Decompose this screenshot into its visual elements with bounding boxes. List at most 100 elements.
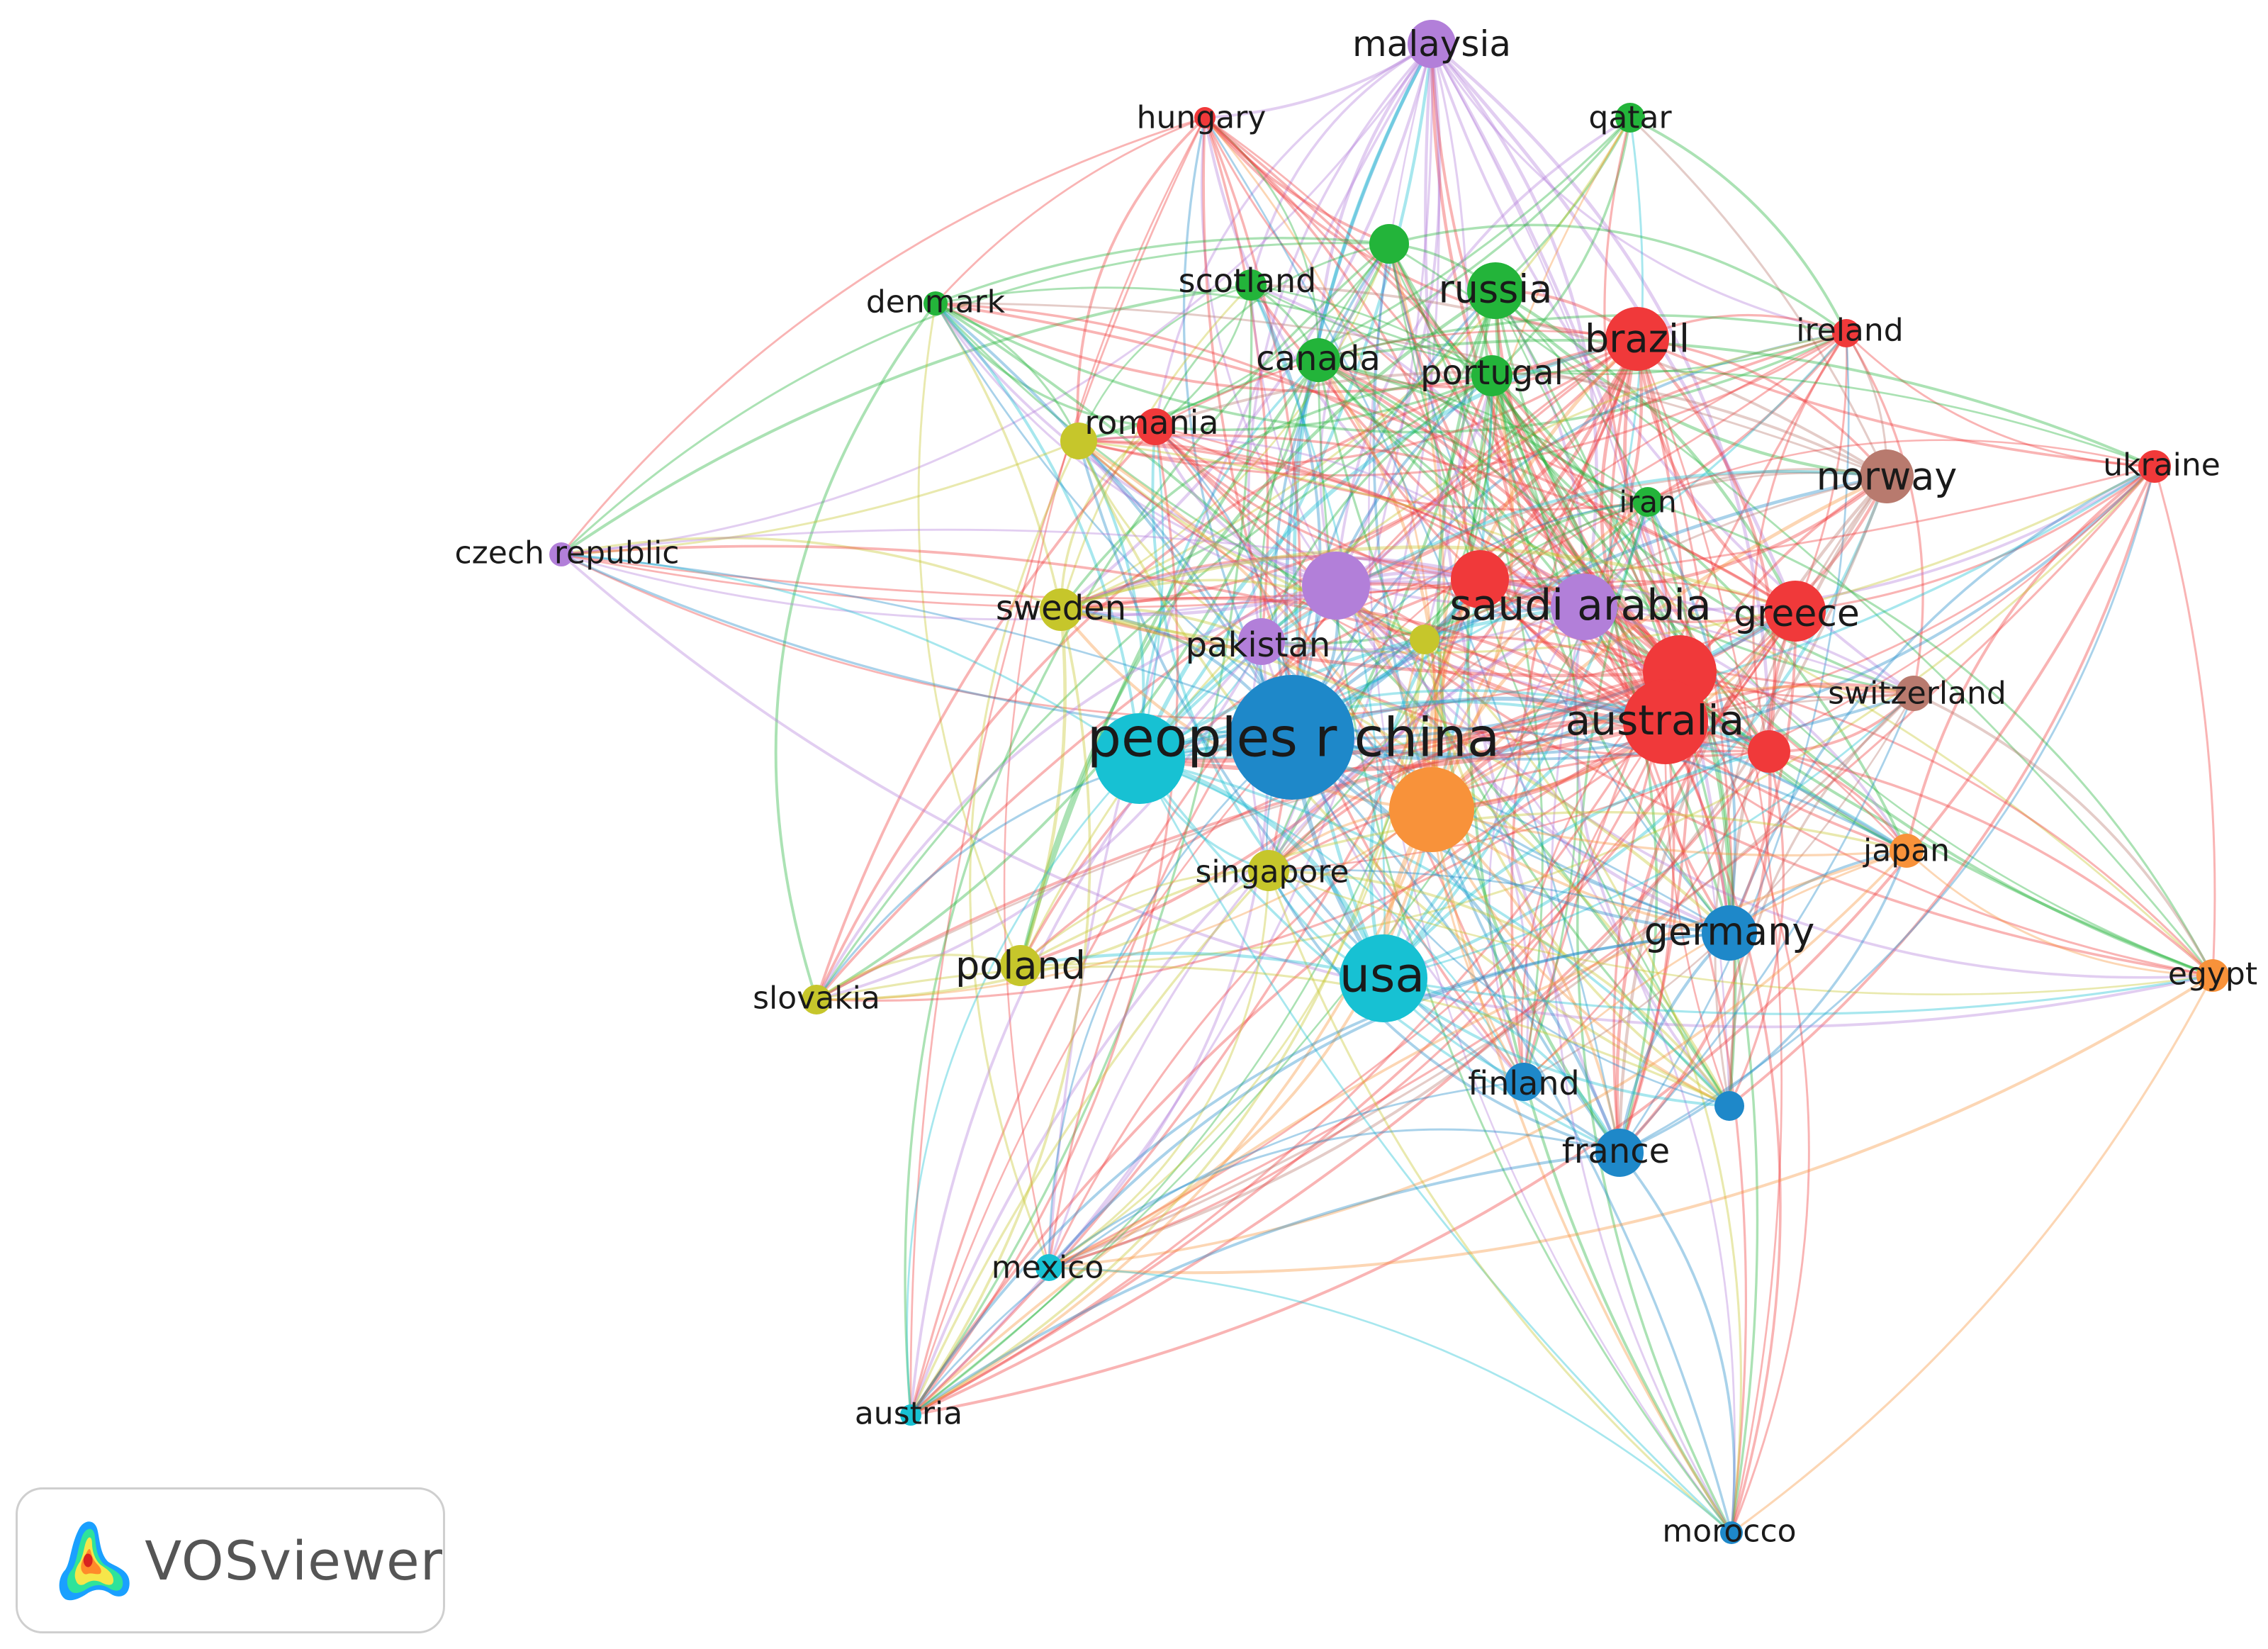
link-edge <box>1424 439 2155 640</box>
node-usa[interactable] <box>1340 934 1427 1022</box>
link-edge <box>1583 338 1644 608</box>
link-edge <box>1388 243 1681 673</box>
node-scotland[interactable] <box>1235 269 1267 301</box>
node-denmark[interactable] <box>924 291 948 315</box>
node-france[interactable] <box>1595 1129 1644 1177</box>
node-unlabeled-30[interactable] <box>1389 767 1474 852</box>
link-edge <box>1318 359 1649 503</box>
link-edge <box>1203 116 1481 580</box>
link-edge <box>934 303 1062 610</box>
link-edge <box>1494 290 2213 977</box>
node-hungary[interactable] <box>1194 107 1216 128</box>
link-edge <box>1291 736 1622 1153</box>
node-japan[interactable] <box>1890 834 1924 868</box>
link-edge <box>969 440 1080 1268</box>
link-edge <box>1018 289 1497 966</box>
node-romania[interactable] <box>1137 408 1174 445</box>
link-edge <box>1138 337 1638 760</box>
node-russia[interactable] <box>1467 262 1524 319</box>
link-edge <box>1267 870 1620 1154</box>
link-edge <box>1003 117 1206 1268</box>
link-edge <box>1665 465 2155 723</box>
link-edge <box>1048 721 1667 1269</box>
link-edge <box>1250 284 1887 478</box>
node-norway[interactable] <box>1860 449 1914 503</box>
node-germany[interactable] <box>1702 905 1757 961</box>
link-edge <box>1845 332 1924 694</box>
link-edge <box>1728 465 2155 934</box>
node-pakistan[interactable] <box>1238 618 1285 665</box>
node-label-saudi-arabia: saudi arabia <box>1449 581 1712 630</box>
link-edge <box>1846 332 2155 468</box>
node-morocco[interactable] <box>1720 1521 1743 1544</box>
link-edge <box>1060 608 1680 678</box>
node-canada[interactable] <box>1296 338 1340 382</box>
node-unlabeled-23[interactable] <box>1410 625 1439 654</box>
node-sweden[interactable] <box>1040 588 1082 631</box>
node-malaysia[interactable] <box>1408 20 1456 68</box>
node-mexico[interactable] <box>1035 1254 1062 1281</box>
link-edge <box>1267 475 1887 871</box>
link-edge <box>1493 290 1681 673</box>
link-edge <box>1728 466 2156 1107</box>
node-portugal[interactable] <box>1471 355 1512 396</box>
link-edge <box>816 954 1021 1001</box>
link-edge <box>1139 757 1731 1107</box>
node-qatar[interactable] <box>1615 103 1645 133</box>
node-iran[interactable] <box>1633 487 1663 517</box>
link-edge <box>1019 332 1847 966</box>
nodes-layer <box>549 20 2229 1544</box>
node-unlabeled-28[interactable] <box>1094 713 1185 804</box>
node-unlabeled-12[interactable] <box>1060 423 1097 459</box>
node-peoples-r-china[interactable] <box>1230 675 1354 800</box>
node-egypt[interactable] <box>2196 959 2229 992</box>
link-edge <box>1388 223 1848 335</box>
link-edge <box>1060 596 1667 723</box>
node-label-sweden: sweden <box>996 588 1126 628</box>
link-edge <box>1647 501 2214 976</box>
node-ukraine[interactable] <box>2138 450 2171 483</box>
link-edge <box>1203 117 1649 503</box>
link-edge <box>1768 750 2214 977</box>
node-unlabeled-29[interactable] <box>1748 730 1790 773</box>
link-edge <box>1424 580 1796 641</box>
node-ireland[interactable] <box>1832 319 1860 347</box>
link-edge <box>1424 338 1639 641</box>
node-greece[interactable] <box>1765 581 1826 642</box>
link-edge <box>1495 289 1649 503</box>
link-edge <box>1204 116 1320 361</box>
node-unlabeled-17[interactable] <box>1302 552 1370 620</box>
node-finland[interactable] <box>1505 1063 1543 1101</box>
node-saudi-arabia[interactable] <box>1551 574 1617 640</box>
link-edge <box>1388 243 1731 1107</box>
node-label-mexico: mexico <box>992 1250 1104 1286</box>
node-brazil[interactable] <box>1605 307 1669 371</box>
link-edge <box>910 501 1649 1416</box>
link-edge <box>1291 501 1649 738</box>
node-poland[interactable] <box>1000 945 1041 986</box>
node-label-egypt: egypt <box>2168 956 2257 993</box>
node-czech-republic[interactable] <box>549 542 573 566</box>
link-edge <box>1382 609 1796 980</box>
node-unlabeled-18[interactable] <box>1451 550 1509 608</box>
node-unlabeled-3[interactable] <box>1369 224 1409 264</box>
link-edge <box>934 302 1156 428</box>
node-slovakia[interactable] <box>802 985 831 1014</box>
node-australia[interactable] <box>1623 679 1708 764</box>
link-edge <box>1430 43 1598 608</box>
node-switzerland[interactable] <box>1896 676 1931 711</box>
link-edge <box>1138 43 1434 760</box>
link-edge <box>1795 465 2155 613</box>
link-edge <box>1573 606 1731 1107</box>
link-edge <box>815 425 1157 1000</box>
link-edge <box>910 671 1681 1416</box>
link-edge <box>1250 43 1432 286</box>
node-unlabeled-39[interactable] <box>1714 1091 1744 1121</box>
link-edge <box>935 286 1493 377</box>
link-edge <box>1048 974 2214 1275</box>
link-edge <box>1048 639 1426 1269</box>
link-edge <box>1138 426 1164 759</box>
node-austria[interactable] <box>900 1404 921 1426</box>
node-singapore[interactable] <box>1248 850 1289 891</box>
link-edge <box>1430 375 1515 811</box>
